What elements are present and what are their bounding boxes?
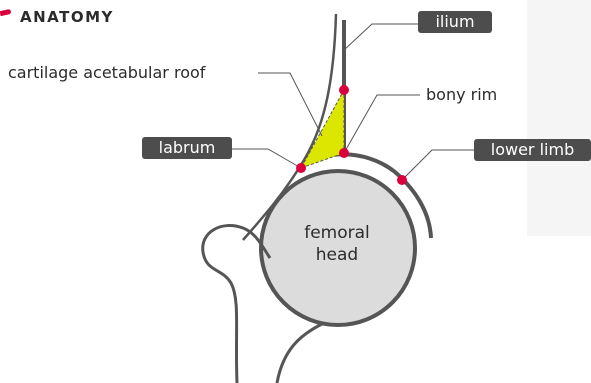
ilium-label: ilium <box>418 11 492 33</box>
cartilage-leader-line <box>258 73 322 136</box>
femoral-head-label: femoral head <box>297 222 377 266</box>
lower-limb-label: lower limb <box>474 139 591 161</box>
lower-limb-leader-line <box>402 150 474 180</box>
labrum-label: labrum <box>142 137 232 159</box>
cartilage-acetabular-roof-label: cartilage acetabular roof <box>8 63 205 83</box>
marker-labrum <box>296 163 306 173</box>
marker-bony-rim <box>339 148 349 158</box>
bony-rim-leader-line <box>344 95 420 153</box>
femur-lower-outline <box>277 324 322 383</box>
bony-rim-label: bony rim <box>426 85 497 105</box>
marker-acetabular-top <box>339 85 349 95</box>
marker-lower-limb <box>397 175 407 185</box>
femoral-head-label-line2: head <box>297 244 377 266</box>
section-title: ANATOMY <box>20 8 114 26</box>
femoral-head-label-line1: femoral <box>297 222 377 244</box>
labrum-leader-line <box>232 149 301 168</box>
ilium-leader-line <box>344 24 418 50</box>
